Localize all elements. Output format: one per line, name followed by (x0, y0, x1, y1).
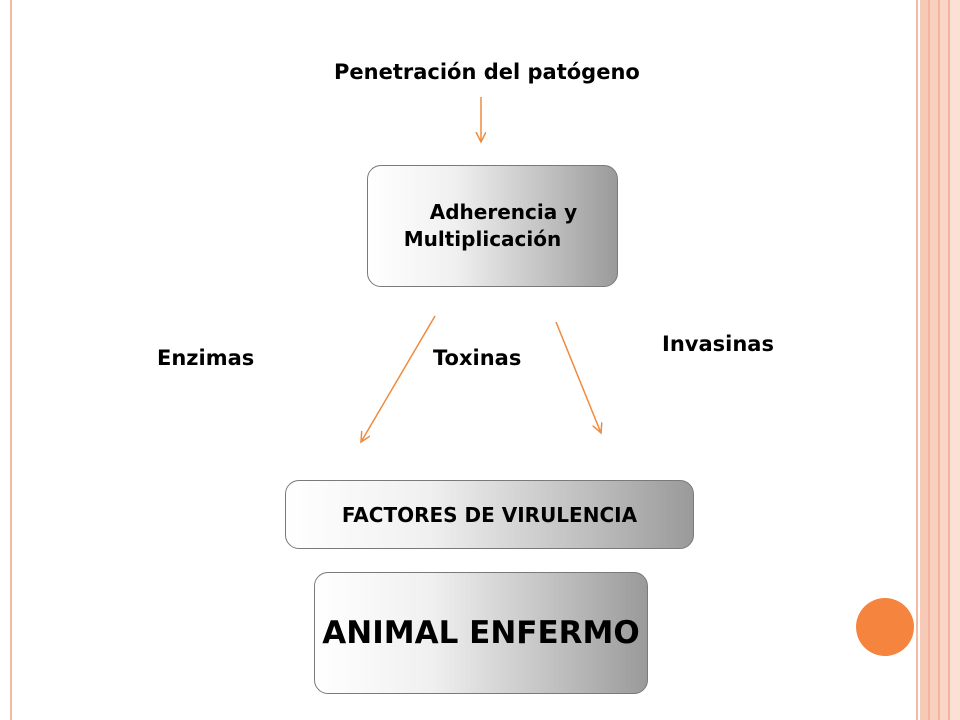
decorative-stripe-band (920, 0, 960, 720)
adherence-line-1: Adherencia y (429, 200, 578, 224)
orange-circle-decoration (856, 598, 914, 656)
adherence-multiplication-box: Adherencia y Multiplicación (367, 165, 618, 287)
label-toxins: Toxinas (433, 346, 522, 370)
adherence-line-2: Multiplicación (403, 227, 562, 251)
virulence-factors-label: FACTORES DE VIRULENCIA (341, 502, 638, 527)
arrow-adherence-to-right (555, 321, 601, 433)
diagram-title: Penetración del patógeno (334, 60, 640, 84)
virulence-factors-box: FACTORES DE VIRULENCIA (285, 480, 694, 549)
sick-animal-label: ANIMAL ENFERMO (322, 615, 640, 651)
sick-animal-box: ANIMAL ENFERMO (314, 572, 648, 694)
label-invasins: Invasinas (662, 332, 774, 356)
label-enzymes: Enzimas (157, 346, 255, 370)
arrow-adherence-to-left (361, 315, 436, 442)
